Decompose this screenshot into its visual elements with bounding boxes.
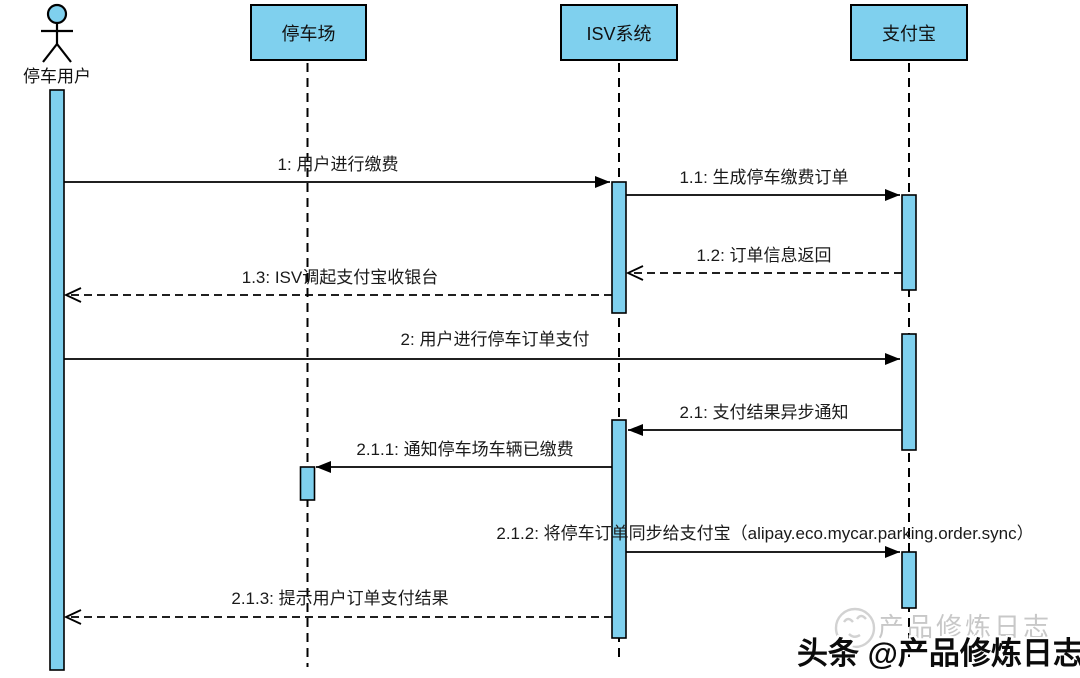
participant-box-isv: ISV系统 [560, 4, 678, 61]
message-label-2-1: 2.1: 支付结果异步通知 [679, 403, 849, 422]
activation-parking [299, 466, 316, 501]
message-label-1-2: 1.2: 订单信息返回 [696, 246, 832, 265]
watermark-ghost-text: 产品修炼日志 [878, 612, 1053, 642]
actor-head [46, 3, 68, 25]
message-label-2: 2: 用户进行停车订单支付 [400, 330, 590, 349]
participant-box-alipay: 支付宝 [850, 4, 968, 61]
message-label-1-1: 1.1: 生成停车缴费订单 [679, 168, 849, 187]
actor-leg-right [56, 43, 72, 63]
actor-label: 停车用户 [23, 67, 91, 86]
participant-label-parking: 停车场 [281, 23, 336, 44]
activation-isv-2 [611, 419, 627, 639]
message-label-1-3: 1.3: ISV调起支付宝收银台 [241, 268, 439, 287]
activation-alipay-3 [901, 551, 917, 609]
message-label-1: 1: 用户进行缴费 [277, 155, 399, 174]
watermark-logo-icon [834, 607, 876, 649]
participant-box-parking: 停车场 [250, 4, 367, 61]
activation-user [49, 89, 65, 671]
participant-label-alipay: 支付宝 [882, 23, 936, 44]
activation-isv-1 [611, 181, 627, 314]
actor-stick-figure-icon [41, 3, 73, 63]
activation-alipay-2 [901, 333, 917, 451]
message-label-2-1-3: 2.1.3: 提示用户订单支付结果 [231, 589, 449, 608]
activation-alipay-1 [901, 194, 917, 291]
actor-leg-left [42, 43, 58, 63]
watermark-main-text: 头条 @产品修炼日志 [797, 636, 1080, 671]
participant-label-isv: ISV系统 [586, 23, 652, 44]
message-label-2-1-2: 2.1.2: 将停车订单同步给支付宝（alipay.eco.mycar.park… [496, 524, 1034, 543]
message-label-2-1-1: 2.1.1: 通知停车场车辆已缴费 [356, 440, 574, 459]
